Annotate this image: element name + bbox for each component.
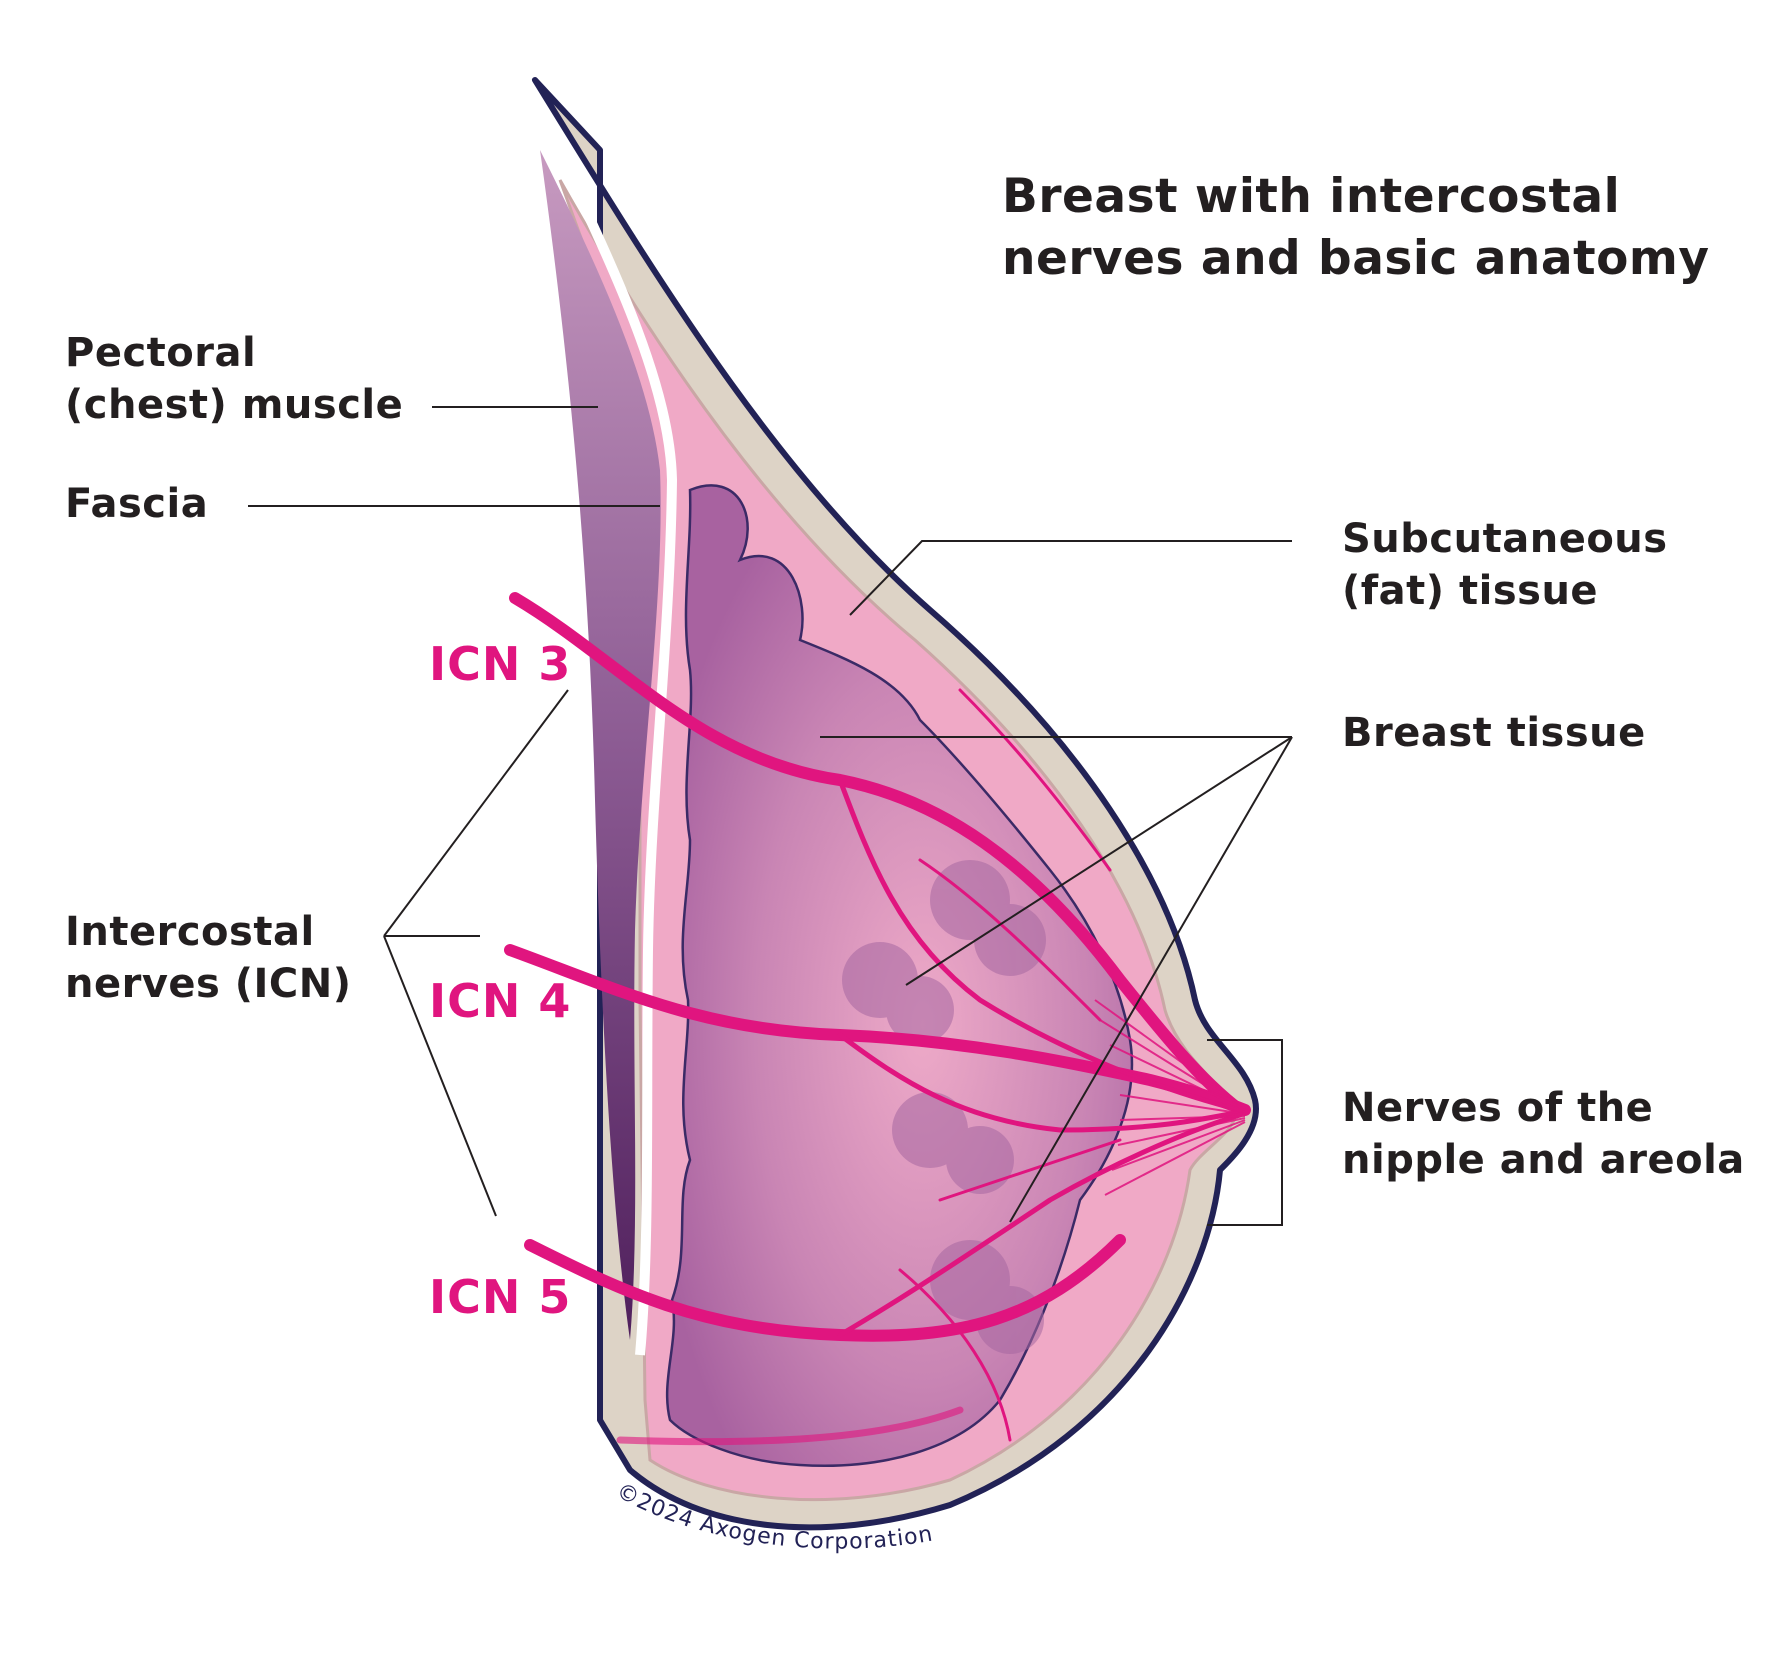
label-fascia: Fascia — [65, 481, 209, 527]
nerve-branch — [616, 1406, 964, 1446]
label-icn5: ICN 5 — [429, 1270, 572, 1324]
nerve-branch — [837, 1032, 1243, 1133]
icn4-nerve — [504, 944, 1251, 1116]
label-pectoral-line2: (chest) muscle — [65, 382, 404, 428]
leader-lines — [248, 406, 1293, 1226]
label-pectoral-line1: Pectoral — [65, 330, 257, 376]
label-nipple-areola-nerves: Nerves of the nipple and areola — [1342, 1082, 1745, 1186]
nerve-branch — [918, 858, 1102, 1022]
label-nipple-line2: nipple and areola — [1342, 1137, 1745, 1183]
label-intercostal-line2: nerves (ICN) — [65, 961, 352, 1007]
label-icn3: ICN 3 — [429, 637, 572, 691]
title-line-1: Breast with intercostal — [1002, 169, 1621, 224]
nerve-branch — [837, 1112, 1243, 1338]
nerve-branch — [898, 1268, 1012, 1442]
pectoral-muscle — [540, 150, 661, 1340]
label-icn4: ICN 4 — [429, 974, 572, 1028]
lobules — [842, 860, 1046, 1354]
title-line-2: nerves and basic anatomy — [1002, 231, 1710, 286]
nipple-nerve-fan — [1094, 999, 1246, 1196]
label-subcutaneous-line2: (fat) tissue — [1342, 568, 1599, 614]
diagram-title: Breast with intercostal nerves and basic… — [1002, 166, 1709, 290]
nerve-branch — [938, 1138, 1122, 1202]
nerve-branch — [958, 688, 1112, 872]
label-breast-tissue: Breast tissue — [1342, 710, 1646, 756]
icn3-nerve — [509, 592, 1246, 1116]
label-intercostal-nerves: Intercostal nerves (ICN) — [65, 906, 352, 1010]
label-pectoral-muscle: Pectoral (chest) muscle — [65, 327, 403, 431]
label-nipple-line1: Nerves of the — [1342, 1085, 1654, 1131]
label-subcutaneous-line1: Subcutaneous — [1342, 516, 1668, 562]
label-intercostal-line1: Intercostal — [65, 909, 315, 955]
fascia — [550, 142, 678, 1356]
label-subcutaneous-tissue: Subcutaneous (fat) tissue — [1342, 513, 1668, 617]
